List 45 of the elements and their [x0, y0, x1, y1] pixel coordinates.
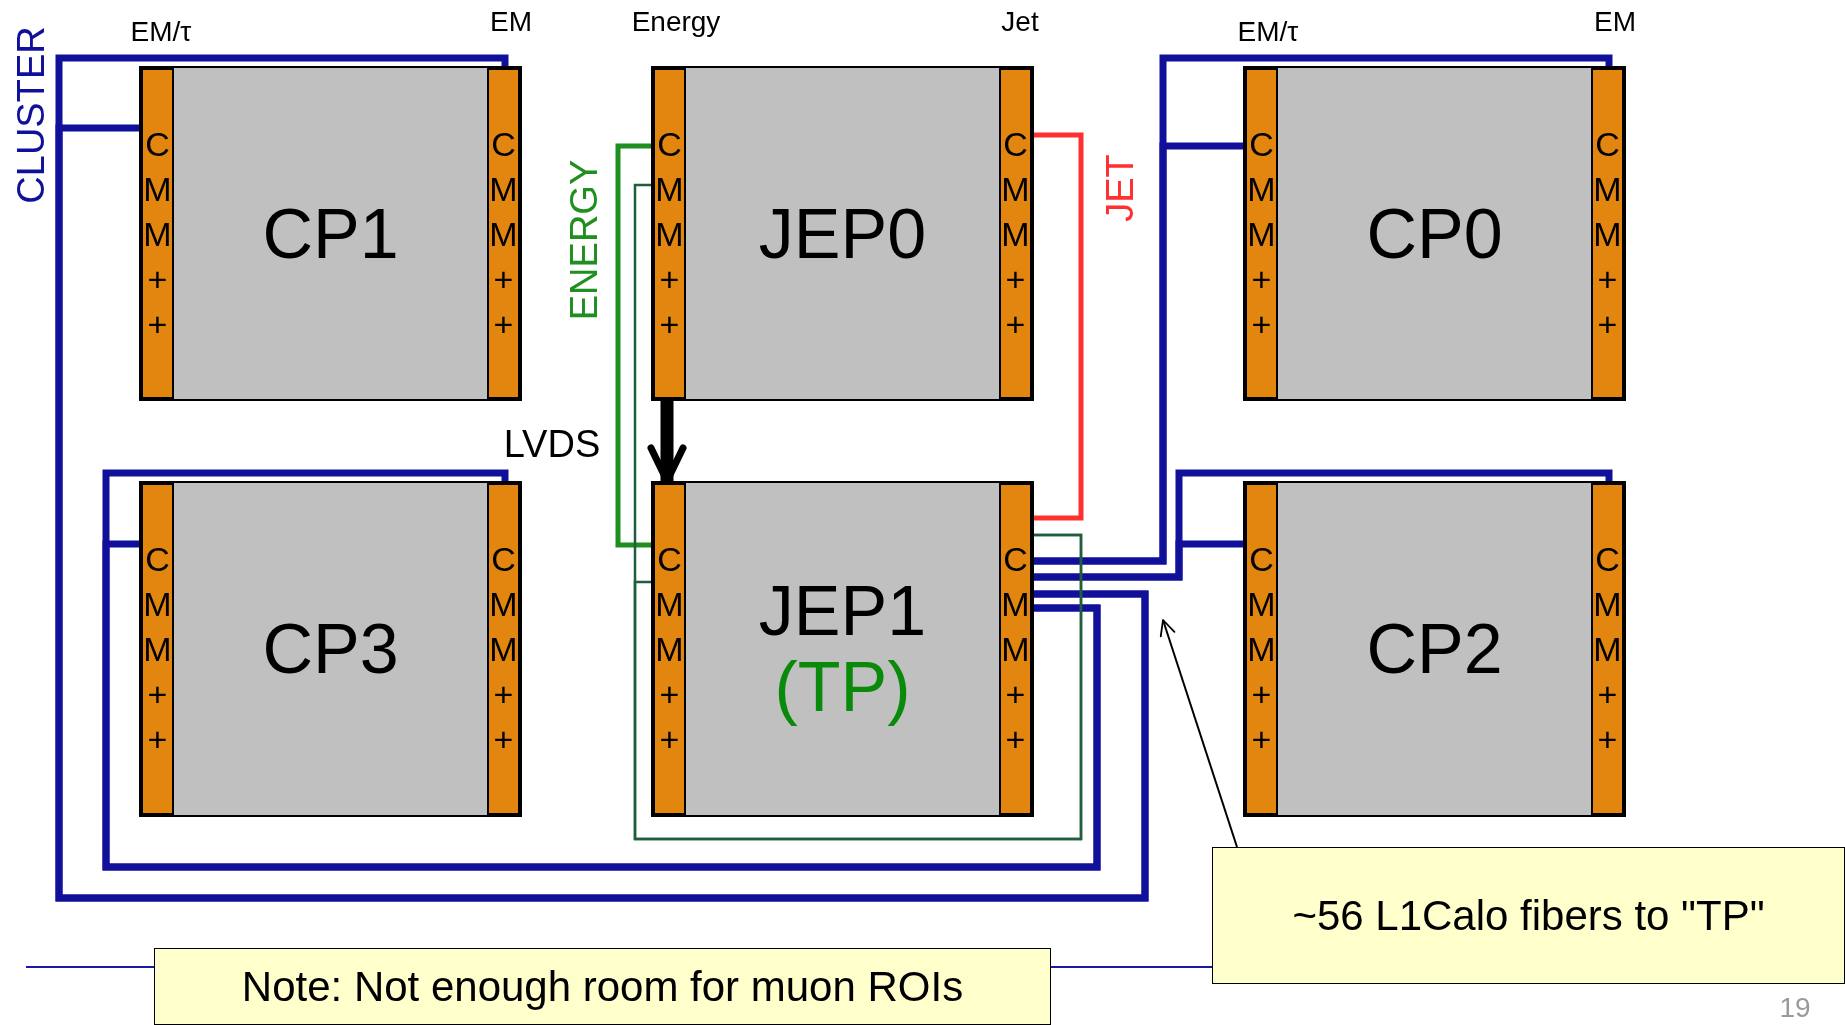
- cmm-module-bar: CMM++: [999, 483, 1032, 815]
- crate-box: [651, 481, 1034, 817]
- callout-box: ~56 L1Calo fibers to "TP": [1212, 847, 1845, 984]
- column-header: Jet: [1001, 5, 1039, 39]
- cmm-module-bar: CMM++: [653, 483, 686, 815]
- cable-line: [1034, 142, 1243, 565]
- cable-line: [633, 533, 1083, 841]
- cmm-module-bar: CMM++: [653, 68, 686, 399]
- cable-line: [1034, 132, 1084, 521]
- cable-line: [615, 143, 651, 548]
- crate-box: [139, 481, 522, 817]
- cmm-module-bar: CMM++: [487, 68, 520, 399]
- cmm-module-bar: CMM++: [1245, 68, 1278, 399]
- crate-label: JEP0: [758, 195, 927, 272]
- leader-line: [1159, 619, 1238, 848]
- crate-label: JEP1: [758, 573, 927, 649]
- cmm-module-bar: CMM++: [141, 483, 174, 815]
- crate-box: [139, 66, 522, 401]
- page-number: 19: [1779, 991, 1811, 1025]
- cmm-module-bar: CMM++: [1591, 68, 1624, 399]
- crate-box: [1243, 481, 1626, 817]
- energy-label: ENERGY: [561, 159, 606, 321]
- cmm-module-bar: CMM++: [141, 68, 174, 399]
- cmm-module-bar: CMM++: [487, 483, 520, 815]
- crate-label: CP1: [262, 195, 399, 272]
- cable-line: [102, 540, 1101, 871]
- column-header: EM: [490, 5, 532, 39]
- cmm-module-bar: CMM++: [999, 68, 1032, 399]
- column-header: EM/τ: [1237, 15, 1299, 49]
- cluster-label: CLUSTER: [8, 26, 53, 204]
- jet-label: JET: [1097, 154, 1142, 222]
- cable-line: [1034, 540, 1243, 581]
- note-box: Note: Not enough room for muon ROIs: [154, 948, 1051, 1025]
- crate-box: [1243, 66, 1626, 401]
- cmm-module-bar: CMM++: [1245, 483, 1278, 815]
- crate-label: CP3: [262, 611, 399, 687]
- crate-label: CP0: [1366, 195, 1503, 272]
- column-header: EM: [1594, 5, 1636, 39]
- crate-sublabel: (TP): [774, 649, 911, 725]
- crate-label: CP2: [1366, 611, 1503, 687]
- column-header: EM/τ: [130, 15, 192, 49]
- column-header: Energy: [631, 5, 721, 39]
- lvds-label: LVDS: [503, 421, 601, 467]
- cmm-module-bar: CMM++: [1591, 483, 1624, 815]
- crate-box: [651, 66, 1034, 401]
